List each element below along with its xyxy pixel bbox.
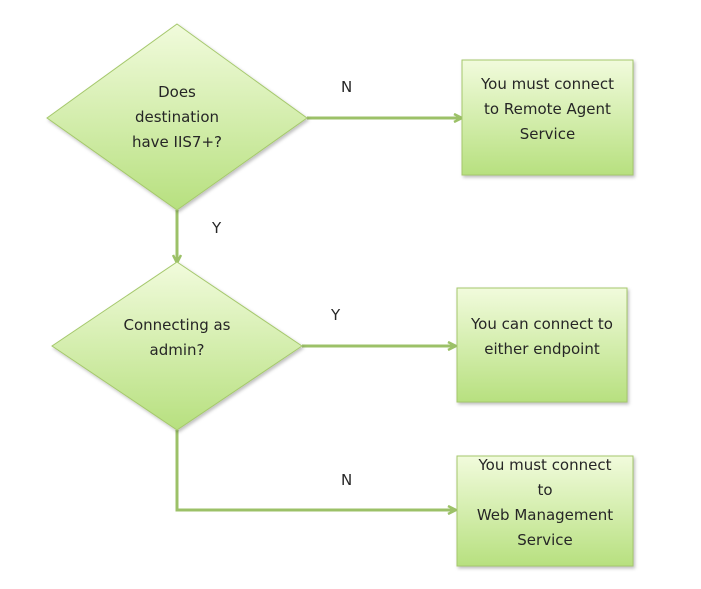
edge-label-admin-yes: Y bbox=[331, 306, 341, 324]
result-either-box bbox=[456, 287, 628, 403]
result-either-text: You can connect to either endpoint bbox=[471, 314, 613, 358]
result-wms-text: You must connect to Web Management Servi… bbox=[476, 455, 614, 549]
result-wms-box bbox=[456, 455, 634, 567]
decision-admin-diamond bbox=[51, 261, 303, 431]
result-remote-agent-box bbox=[461, 59, 634, 176]
edge-admin-no bbox=[175, 430, 455, 510]
result-remote-agent-text: You must connect to Remote Agent Service bbox=[480, 74, 614, 143]
decision-admin-text: Connecting as admin? bbox=[123, 315, 231, 359]
edge-label-iis-no: N bbox=[341, 78, 353, 96]
decision-iis-diamond bbox=[46, 23, 308, 211]
edge-label-iis-yes: Y bbox=[212, 219, 222, 237]
decision-iis-text: Does destination have IIS7+? bbox=[131, 83, 222, 151]
edge-label-admin-no: N bbox=[341, 471, 353, 489]
